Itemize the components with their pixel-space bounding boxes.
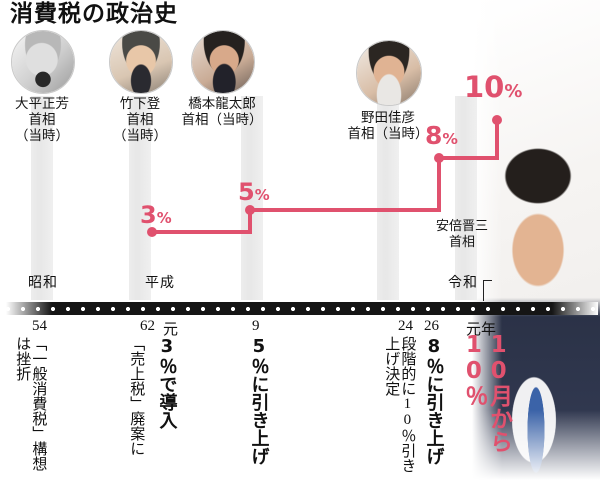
timeline-fade-left (6, 302, 52, 315)
annotation-intro-3pct: 3％で導入 (156, 336, 178, 429)
annotation-reiwa-10pct: 10月から10％ (460, 332, 512, 453)
chart-label-5: 5% (238, 180, 270, 204)
year-label-heisei-gan: 元 (163, 322, 179, 338)
page-title: 消費税の政治史 (10, 1, 178, 27)
guide-bar-abe (455, 96, 477, 300)
timeline-axis (6, 302, 598, 315)
chart-label-5-unit: % (254, 186, 270, 204)
portrait-image-takeshita (110, 31, 172, 93)
year-label-heisei-9: 9 (252, 318, 260, 334)
chart-label-10-value: 10 (464, 70, 505, 104)
portrait-image-hashimoto (192, 31, 254, 93)
year-label-showa-54: 54 (32, 318, 47, 334)
pm-name-hashimoto: 橋本龍太郎 首相（当時） (181, 96, 263, 127)
portrait-noda (356, 40, 422, 106)
chart-label-10: 10% (464, 73, 522, 102)
pm-name-ohira: 大平正芳 首相 （当時） (15, 96, 69, 143)
timeline-dots (6, 306, 598, 311)
annotation-takeshita: 「売上税」廃案に (128, 336, 145, 456)
year-label-reiwa-gannen: 元年 (466, 322, 497, 338)
guide-bar-ohira (31, 96, 53, 300)
chart-label-8-unit: % (442, 130, 458, 148)
annotation-staged-decision: 段階的に10％引き上げ決定 (383, 336, 416, 473)
chart-label-8-value: 8 (425, 121, 443, 150)
year-label-heisei-24: 24 (398, 318, 413, 334)
chart-node-8 (434, 153, 444, 163)
pm-name-takeshita: 竹下登 首相 （当時） (113, 96, 167, 143)
chart-label-5-value: 5 (238, 178, 255, 206)
era-label-heisei: 平成 (145, 276, 175, 291)
chart-label-10-unit: % (504, 81, 523, 102)
abe-shinzo-photo (472, 0, 600, 480)
portrait-ohira (11, 30, 75, 94)
chart-label-8: 8% (425, 123, 458, 148)
annotation-ohira: 「一般消費税」構想は挫折 (14, 336, 47, 471)
portrait-image-ohira (12, 31, 74, 93)
annotation-raise-8pct: 8％に引き上げ (423, 336, 445, 465)
year-label-heisei-26: 26 (424, 318, 439, 334)
portrait-hashimoto (191, 30, 255, 94)
portrait-takeshita (109, 30, 173, 94)
photo-fade-bottom (472, 410, 600, 480)
chart-label-3: 3% (140, 203, 172, 227)
year-label-showa-62: 62 (140, 318, 155, 334)
annotation-raise-5pct: 5％に引き上げ (248, 336, 270, 465)
era-label-showa: 昭和 (28, 276, 58, 291)
timeline-fade-right (552, 302, 598, 315)
chart-label-3-value: 3 (140, 201, 157, 229)
era-label-reiwa: 令和 (448, 276, 478, 291)
pm-name-abe: 安倍晋三 首相 (435, 218, 488, 249)
portrait-image-noda (357, 41, 421, 105)
era-pointer-reiwa (483, 280, 492, 301)
chart-label-3-unit: % (156, 209, 172, 227)
guide-bar-takeshita (129, 96, 151, 300)
photo-fade-left (472, 0, 502, 480)
